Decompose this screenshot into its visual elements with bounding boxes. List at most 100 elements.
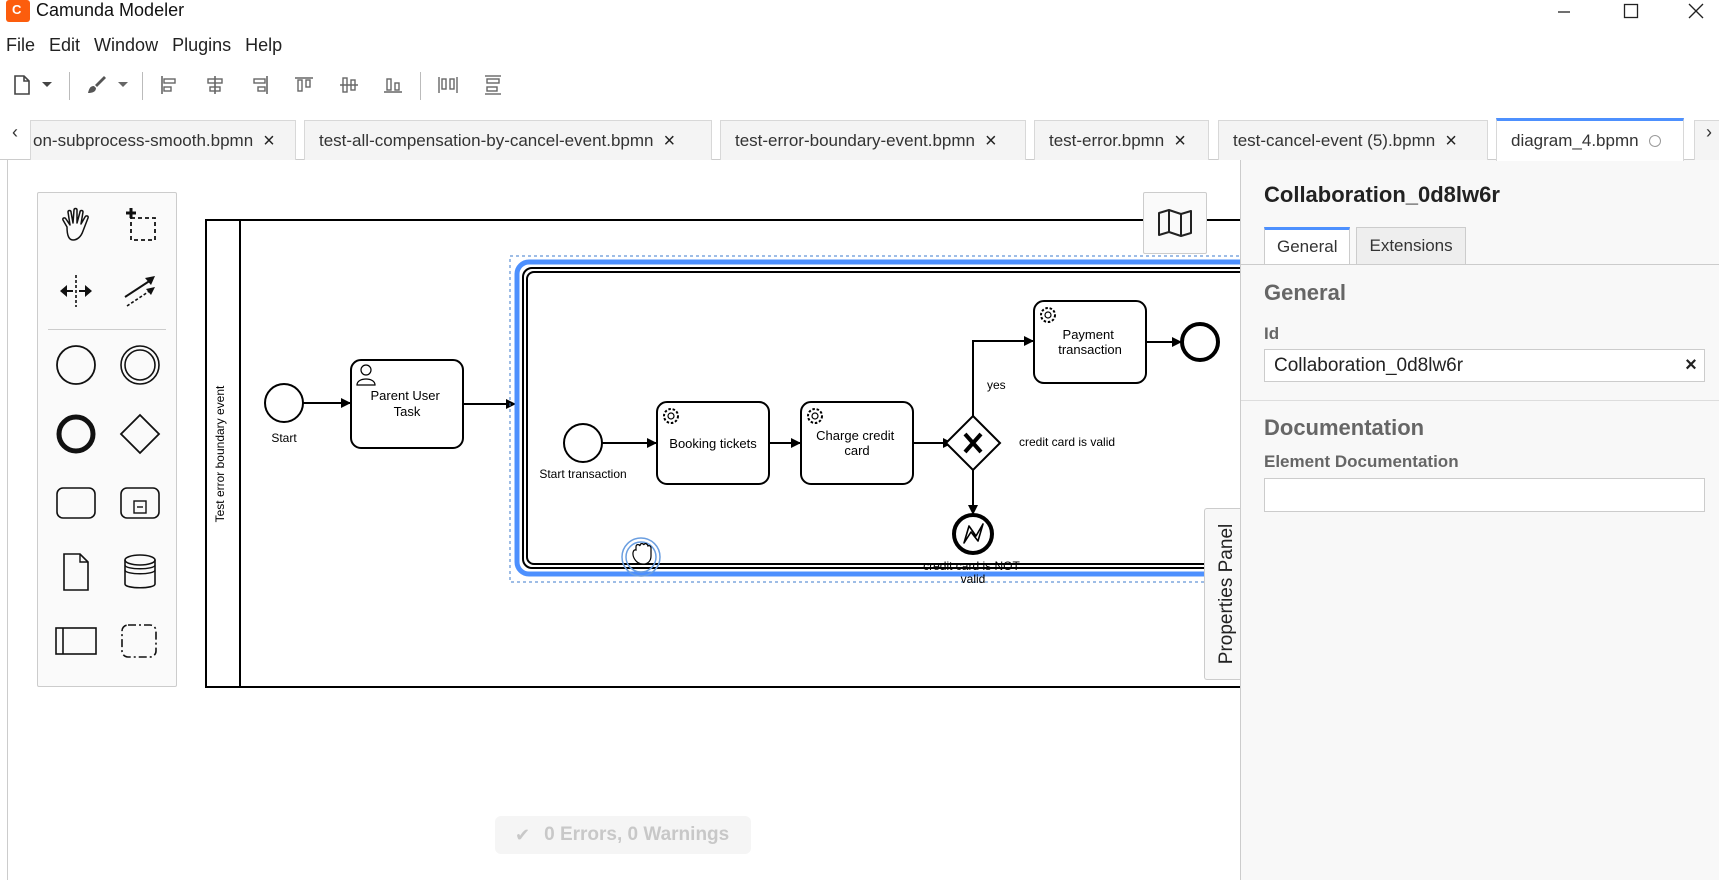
align-right-button[interactable]	[247, 68, 273, 102]
hand-tool-button[interactable]	[47, 196, 105, 254]
toolbar-separator	[420, 72, 421, 100]
menu-help[interactable]: Help	[245, 35, 283, 55]
tabs-scroll-left-button[interactable]: ‹	[12, 122, 18, 142]
menu-file[interactable]: File	[6, 35, 36, 55]
align-top-button[interactable]	[291, 68, 317, 102]
create-participant-button[interactable]	[47, 612, 105, 670]
create-intermediate-event-button[interactable]	[111, 336, 169, 394]
lasso-tool-icon	[126, 208, 156, 241]
not-valid-label-line2: valid	[961, 572, 986, 586]
start-event[interactable]: Start	[264, 383, 304, 445]
properties-panel-toggle[interactable]: Properties Panel	[1204, 508, 1240, 680]
distribute-horizontal-icon	[438, 77, 458, 93]
start-transaction-event[interactable]: Start transaction	[539, 423, 627, 481]
title-bar: Camunda Modeler	[0, 0, 1719, 22]
tab-on-subprocess-smooth[interactable]: on-subprocess-smooth.bpmn ×	[30, 120, 296, 160]
menu-edit[interactable]: Edit	[49, 35, 81, 55]
align-middle-button[interactable]	[336, 68, 362, 102]
tab-label: test-error-boundary-event.bpmn	[735, 130, 976, 150]
sequence-flow-yes[interactable]	[972, 336, 1034, 416]
align-left-button[interactable]	[156, 68, 182, 102]
create-end-event-button[interactable]	[47, 405, 105, 463]
close-button[interactable]	[1673, 0, 1719, 22]
tab-label: diagram_4.bpmn	[1511, 131, 1639, 150]
tab-next-partial[interactable]	[1694, 120, 1719, 160]
create-start-event-button[interactable]	[47, 336, 105, 394]
user-icon	[356, 364, 376, 386]
create-group-button[interactable]	[111, 612, 169, 670]
minimap-toggle-button[interactable]	[1143, 192, 1207, 254]
charge-credit-card-task[interactable]: Charge credit card	[800, 401, 914, 485]
distribute-vertical-button[interactable]	[479, 68, 507, 102]
tab-close-icon[interactable]: ×	[263, 129, 275, 152]
global-connect-button[interactable]	[111, 262, 169, 320]
parent-user-task[interactable]: Parent User Task	[350, 359, 464, 449]
create-data-object-button[interactable]	[47, 543, 105, 601]
svg-text:Parent User Task: Parent User Task	[371, 388, 444, 419]
toolbar-separator	[142, 72, 143, 100]
align-middle-icon	[340, 77, 358, 93]
color-dropdown[interactable]	[114, 68, 132, 102]
align-center-button[interactable]	[202, 68, 228, 102]
minimize-icon	[1558, 11, 1570, 13]
distribute-vertical-icon	[485, 75, 501, 95]
yes-flow-label: yes	[987, 378, 1006, 392]
align-bottom-icon	[384, 78, 402, 93]
id-input[interactable]: Collaboration_0d8lw6r	[1264, 349, 1705, 382]
element-documentation-textarea[interactable]	[1264, 478, 1705, 512]
lasso-tool-button[interactable]	[111, 196, 169, 254]
tab-diagram-4[interactable]: diagram_4.bpmn	[1496, 118, 1684, 161]
properties-tabs: General Extensions	[1264, 227, 1472, 264]
resize-handle[interactable]	[621, 537, 661, 577]
maximize-button[interactable]	[1608, 0, 1654, 22]
create-task-button[interactable]	[47, 474, 105, 532]
booking-tickets-task[interactable]: Booking tickets	[656, 401, 770, 485]
align-center-icon	[207, 76, 223, 94]
menu-window[interactable]: Window	[94, 35, 159, 55]
exclusive-gateway[interactable]: credit card is valid	[944, 414, 1115, 472]
tab-close-icon[interactable]: ×	[1174, 129, 1186, 152]
tab-test-all-compensation[interactable]: test-all-compensation-by-cancel-event.bp…	[304, 120, 712, 160]
properties-tab-extensions[interactable]: Extensions	[1356, 227, 1466, 264]
clear-id-icon[interactable]: ×	[1685, 354, 1697, 376]
new-file-dropdown[interactable]	[38, 68, 56, 102]
end-event[interactable]	[1180, 322, 1220, 362]
distribute-horizontal-button[interactable]	[434, 68, 462, 102]
linting-status-button[interactable]: ✔ 0 Errors, 0 Warnings	[495, 816, 751, 854]
tabs-scroll-right-button[interactable]: ›	[1706, 122, 1712, 142]
create-data-store-button[interactable]	[111, 543, 169, 601]
space-tool-icon	[60, 275, 92, 307]
tab-close-icon[interactable]: ×	[985, 129, 997, 152]
tab-test-error-boundary-event[interactable]: test-error-boundary-event.bpmn ×	[720, 120, 1026, 160]
create-gateway-button[interactable]	[111, 405, 169, 463]
create-subprocess-button[interactable]	[111, 474, 169, 532]
minimize-button[interactable]	[1541, 0, 1587, 22]
service-gear-icon	[663, 408, 679, 424]
start-event-icon	[56, 345, 96, 385]
tab-test-cancel-event[interactable]: test-cancel-event (5).bpmn ×	[1218, 120, 1488, 160]
data-object-icon	[63, 553, 89, 591]
participant-pool[interactable]: Test error boundary event	[205, 219, 1240, 688]
new-file-button[interactable]	[8, 68, 36, 102]
tab-close-icon[interactable]: ×	[663, 129, 676, 152]
error-end-event[interactable]: credit card is NOT valid	[923, 513, 1023, 586]
tab-label: test-cancel-event (5).bpmn	[1233, 130, 1436, 150]
align-bottom-button[interactable]	[380, 68, 406, 102]
hand-tool-icon	[62, 207, 89, 241]
brush-icon	[88, 76, 106, 93]
chevron-down-icon	[42, 82, 52, 87]
menu-plugins[interactable]: Plugins	[172, 35, 232, 55]
task-icon	[56, 487, 96, 519]
not-valid-label-line1: credit card is NOT	[923, 559, 1020, 573]
color-button[interactable]	[82, 68, 110, 102]
charge-label-line1: Charge credit	[816, 428, 894, 443]
toolbar	[0, 68, 1719, 102]
space-tool-button[interactable]	[47, 262, 105, 320]
payment-transaction-task[interactable]: Payment transaction	[1033, 300, 1147, 384]
tab-close-icon[interactable]: ×	[1445, 129, 1457, 152]
tab-test-error[interactable]: test-error.bpmn ×	[1034, 120, 1209, 160]
properties-tab-general[interactable]: General	[1264, 227, 1351, 264]
window-title: Camunda Modeler	[36, 0, 185, 20]
check-icon: ✔	[515, 824, 531, 845]
diagram-canvas[interactable]: Test error boundary event Start Parent U…	[7, 160, 1240, 880]
